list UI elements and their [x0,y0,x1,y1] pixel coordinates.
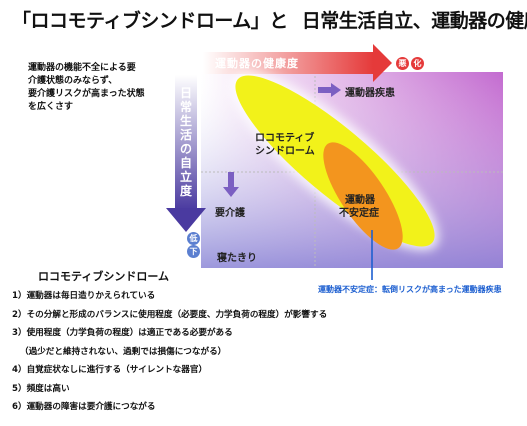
instability-ellipse-label-1: 運動器 [345,195,375,206]
diagram-graphics [166,44,503,280]
locomotive-points-list: 1）運動器は毎日造りかえられている 2）その分解と形成のバランスに使用程度（必要… [12,290,512,420]
list-item: （過少だと維持されない、過剰では損傷につながる） [20,346,227,357]
title-part-1: 「ロコモティブシンドローム」と [12,10,288,32]
health-axis-label: 運動器の健康度 [215,57,299,70]
page-title: 「ロコモティブシンドローム」と日常生活自立、運動器の健康 [12,6,527,33]
worse-badge-1: 悪 [396,57,409,70]
independence-axis-arrow [166,75,206,232]
locomotive-ellipse-label-2: シンドローム [255,146,315,157]
care-label: 要介護 [215,208,245,219]
locomotive-diagram: 運動器の健康度 悪 化 日常生活の自立度 低 下 運動器疾患 要介護 寝たきり … [166,44,503,294]
list-item: 1）運動器は毎日造りかえられている [12,291,156,301]
locomotive-heading: ロコモティブシンドローム [38,270,170,283]
independence-axis-label: 日常生活の自立度 [179,86,192,198]
bedridden-label: 寝たきり [217,253,257,264]
health-axis-arrow [203,44,392,82]
instability-ellipse [323,142,403,250]
intro-text: 運動器の機能不全による要 介護状態のみならず、 要介護リスクが高まった状態 を広… [28,62,188,114]
low-badge-1: 低 [187,232,200,245]
title-part-2: 日常生活自立、運動器の健康 [301,10,527,32]
list-item: 6）運動器の障害は要介護につながる [12,402,156,412]
intro-line-1: 運動器の機能不全による要 [28,63,136,73]
intro-line-3: 要介護リスクが高まった状態 [28,89,145,99]
intro-line-4: を広くさす [28,102,74,112]
list-item: 5）頻度は高い [12,383,70,394]
disease-arrow [318,83,341,97]
low-badge-2: 下 [187,245,200,258]
instability-footnote: 運動器不安定症：転倒リスクが高まった運動器疾患 [318,285,502,294]
list-item: 4）自覚症状なしに進行する（サイレントな器官） [12,365,208,375]
instability-ellipse-label-2: 不安定症 [339,208,379,219]
care-arrow [223,172,239,197]
worse-badge-2: 化 [411,57,424,70]
list-item: 3）使用程度（力学負荷の程度）は適正である必要がある [12,328,233,338]
list-item: 2）その分解と形成のバランスに使用程度（必要度、力学負荷の程度）が影響する [12,309,328,320]
intro-line-2: 介護状態のみならず、 [28,76,118,86]
disease-label: 運動器疾患 [345,88,395,99]
locomotive-ellipse-label-1: ロコモティブ [255,133,315,144]
